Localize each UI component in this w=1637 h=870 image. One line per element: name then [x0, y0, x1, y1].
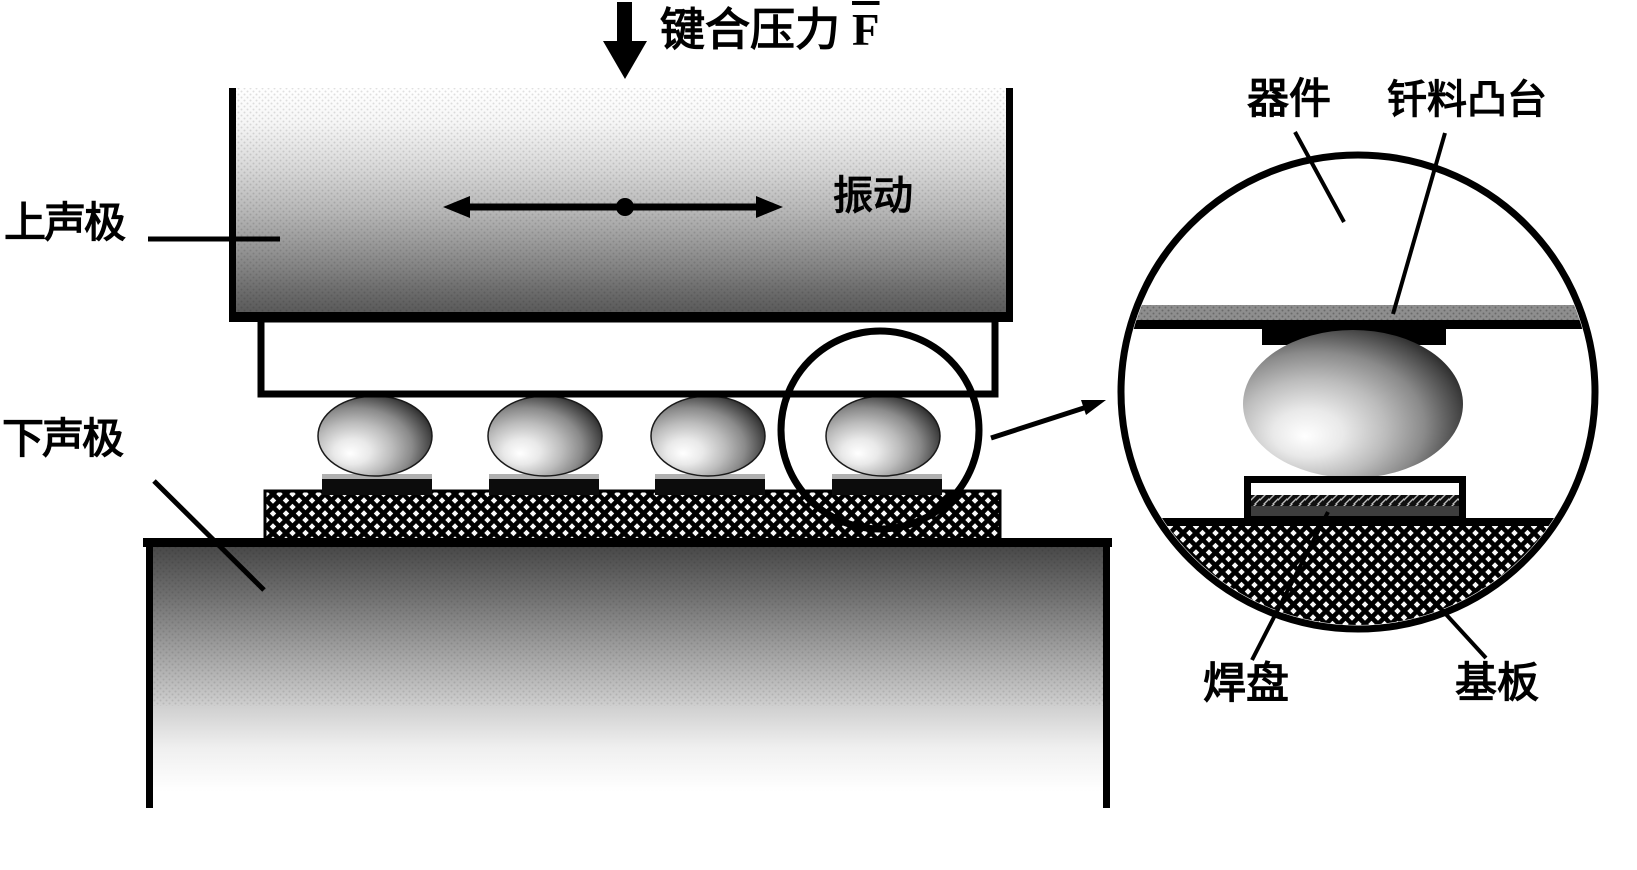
detail-pad-white-layer	[1251, 483, 1459, 495]
pad-3-top	[655, 474, 765, 481]
substrate-leader-line	[1418, 584, 1488, 660]
pad-3-body	[655, 479, 765, 495]
pad-1-top	[322, 474, 432, 481]
detail-pad-hatched-layer	[1251, 495, 1459, 506]
vibration-arrow-right-head	[756, 196, 783, 218]
bonding-force-arrow-icon	[603, 2, 647, 79]
device-label: 器件	[1247, 77, 1332, 123]
bonding-force-symbol: F	[852, 5, 880, 55]
bonding-force-text: 键合压力	[660, 5, 841, 55]
detail-device-bottom-line	[1125, 320, 1591, 329]
upper-sonotrode-label: 上声极	[4, 201, 126, 247]
pad-1	[322, 474, 432, 495]
pad-2	[489, 474, 599, 495]
solder-bump-leader-line	[1391, 132, 1447, 315]
pad-4-body	[832, 479, 942, 495]
bonding-force-arrow-shaft	[617, 2, 632, 44]
pad-leader-line	[1250, 511, 1330, 661]
vibration-arrow-center-dot	[616, 198, 634, 216]
detail-pad-base-layer	[1251, 506, 1459, 516]
solder-ball-4	[825, 395, 941, 477]
upper-sonotrode-left-edge	[229, 88, 236, 322]
pads	[322, 474, 942, 495]
lower-sonotrode-label: 下声极	[2, 417, 124, 463]
bonding-force-arrow-head	[603, 41, 647, 79]
pad-2-top	[489, 474, 599, 481]
vibration-label: 振动	[833, 173, 913, 218]
magnified-detail-view	[1117, 131, 1599, 661]
substrate-label: 基板	[1455, 661, 1540, 707]
vibration-arrow-icon	[443, 196, 783, 218]
lower-sonotrode-top-edge	[143, 538, 1112, 547]
pad-4-top	[832, 474, 942, 481]
lower-sonotrode-leader-line	[152, 479, 266, 592]
solder-ball-1	[317, 395, 433, 477]
solder-ball-3	[650, 395, 766, 477]
solder-bump-label: 钎料凸台	[1387, 77, 1547, 122]
detail-device-underside-texture	[1125, 305, 1591, 320]
detail-arrow	[990, 400, 1106, 441]
lower-sonotrode-left-edge	[146, 538, 153, 808]
solder-ball-2	[487, 395, 603, 477]
upper-sonotrode-right-edge	[1006, 88, 1013, 322]
pad-3	[655, 474, 765, 495]
lower-sonotrode-right-edge	[1103, 538, 1110, 808]
pad-4	[832, 474, 942, 495]
pad-label: 焊盘	[1203, 661, 1289, 708]
vibration-arrow-left-head	[443, 196, 470, 218]
detail-solder-bump	[1243, 330, 1463, 478]
lower-sonotrode-texture	[150, 546, 1106, 706]
device-leader-line	[1293, 131, 1346, 223]
pad-1-body	[322, 479, 432, 495]
detail-arrow-shaft	[990, 403, 1091, 441]
detail-arrow-head-icon	[1081, 400, 1106, 415]
device-plate	[257, 315, 999, 398]
solder-balls	[317, 395, 941, 477]
detail-substrate-top-line	[1125, 518, 1591, 526]
pad-2-body	[489, 479, 599, 495]
detail-substrate-crosshatch	[1125, 526, 1591, 625]
substrate-strip	[263, 489, 1002, 542]
lower-sonotrode-block	[143, 538, 1112, 808]
detail-indicator-circle	[777, 327, 983, 533]
